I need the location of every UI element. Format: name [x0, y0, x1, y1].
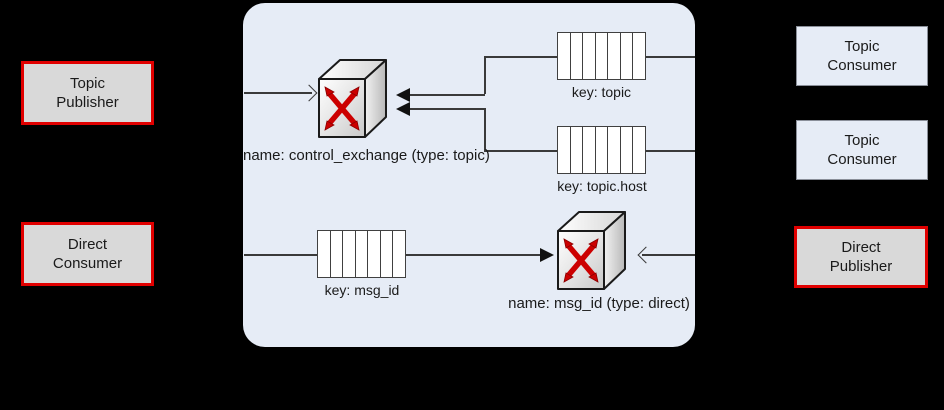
line-queue-topic-host-left — [484, 150, 558, 152]
line-publisher-to-control-exchange — [244, 92, 312, 94]
direct-consumer-box[interactable]: Direct Consumer — [21, 222, 154, 286]
queue-box-msg-id — [317, 230, 406, 278]
line-queue-topic-elbow — [484, 56, 486, 94]
queue-box-topic — [557, 32, 646, 80]
line-queue-topic-to-exchange — [410, 94, 485, 96]
line-queue-topic-left — [484, 56, 558, 58]
topic-consumer-2-label-line2: Consumer — [827, 151, 897, 168]
queue-cell — [343, 231, 356, 277]
arrowhead-queue-topic-host-to-exchange — [396, 102, 410, 116]
queue-cell — [318, 231, 331, 277]
topic-consumer-box-1[interactable]: Topic Consumer — [796, 26, 928, 86]
topic-consumer-1-label-line1: Topic — [844, 38, 880, 55]
queue-cell — [583, 33, 596, 79]
exchange-msgid-type: (type: direct) — [606, 295, 690, 312]
queue-cell — [621, 127, 634, 173]
queue-cell — [608, 127, 621, 173]
queue-cell — [356, 231, 369, 277]
queue-cell — [381, 231, 394, 277]
queue-label-topic: key: topic — [571, 84, 632, 100]
line-queue-topic-host-to-exchange — [410, 108, 485, 110]
queue-cell — [368, 231, 381, 277]
exchange-msgid-name: name: msg_id — [508, 295, 603, 312]
exchange-control-label: name: control_exchange (type: topic) — [243, 146, 490, 166]
topic-publisher-label-line1: Topic — [69, 75, 106, 92]
queue-cell — [596, 33, 609, 79]
exchange-msgid-icon — [552, 209, 630, 300]
queue-box-topic-host — [557, 126, 646, 174]
line-queue-topic-host-to-consumer — [645, 150, 695, 152]
queue-cell — [633, 33, 645, 79]
topic-publisher-box[interactable]: Topic Publisher — [21, 61, 154, 125]
exchange-control-icon — [313, 57, 391, 148]
direct-consumer-label-line2: Consumer — [52, 255, 123, 272]
topic-consumer-1-label-line2: Consumer — [827, 57, 897, 74]
line-queue-topic-host-elbow — [484, 108, 486, 151]
exchange-control-type: (type: topic) — [411, 147, 490, 164]
exchange-msgid-label: name: msg_id (type: direct) — [489, 294, 709, 314]
queue-cell — [621, 33, 634, 79]
queue-cell — [583, 127, 596, 173]
arrowhead-queue-topic-to-exchange — [396, 88, 410, 102]
topic-publisher-label-line2: Publisher — [56, 94, 119, 111]
line-queue-topic-to-consumer — [645, 56, 695, 58]
direct-publisher-label-line2: Publisher — [829, 258, 893, 275]
queue-cell — [633, 127, 645, 173]
queue-cell — [331, 231, 344, 277]
exchange-control-name: name: control_exchange — [243, 147, 408, 164]
queue-cell — [608, 33, 621, 79]
queue-cell — [558, 127, 571, 173]
line-msgid-queue-to-exchange — [405, 254, 542, 256]
arrowhead-msgid-queue-to-exchange — [540, 248, 554, 262]
topic-consumer-2-label-line1: Topic — [844, 132, 880, 149]
queue-cell — [558, 33, 571, 79]
queue-label-msg-id: key: msg_id — [324, 282, 400, 298]
queue-cell — [571, 127, 584, 173]
line-msgid-queue-to-direct-consumer — [244, 254, 318, 256]
queue-cell — [596, 127, 609, 173]
topic-consumer-box-2[interactable]: Topic Consumer — [796, 120, 928, 180]
direct-publisher-label-line1: Direct — [841, 239, 881, 256]
queue-cell — [571, 33, 584, 79]
direct-consumer-label-line1: Direct — [67, 236, 108, 253]
queue-cell — [393, 231, 405, 277]
queue-label-topic-host: key: topic.host — [557, 178, 647, 194]
direct-publisher-box[interactable]: Direct Publisher — [794, 226, 928, 288]
line-direct-publisher-to-msgid-exchange — [642, 254, 695, 256]
